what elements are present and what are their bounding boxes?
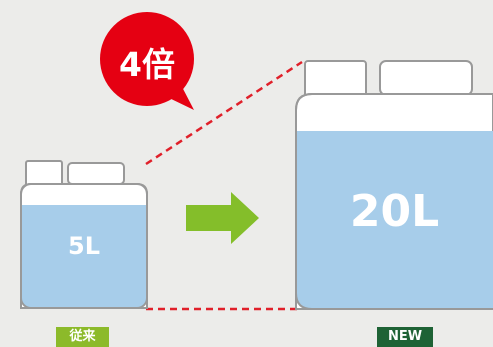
scale-guide-lines: [145, 60, 303, 311]
arrow-right-icon: [186, 192, 259, 244]
old-container-jerrycan-icon: [20, 160, 148, 309]
ratio-badge-text: 4倍: [119, 45, 175, 84]
old-container-tag: 従来: [56, 327, 109, 347]
new-container-jerrycan-icon: [295, 60, 493, 310]
old-volume-label: 5L: [68, 232, 100, 260]
new-volume-label: 20L: [349, 186, 440, 237]
new-container-tag: NEW: [377, 327, 433, 347]
speech-bubble-icon: [100, 12, 194, 110]
